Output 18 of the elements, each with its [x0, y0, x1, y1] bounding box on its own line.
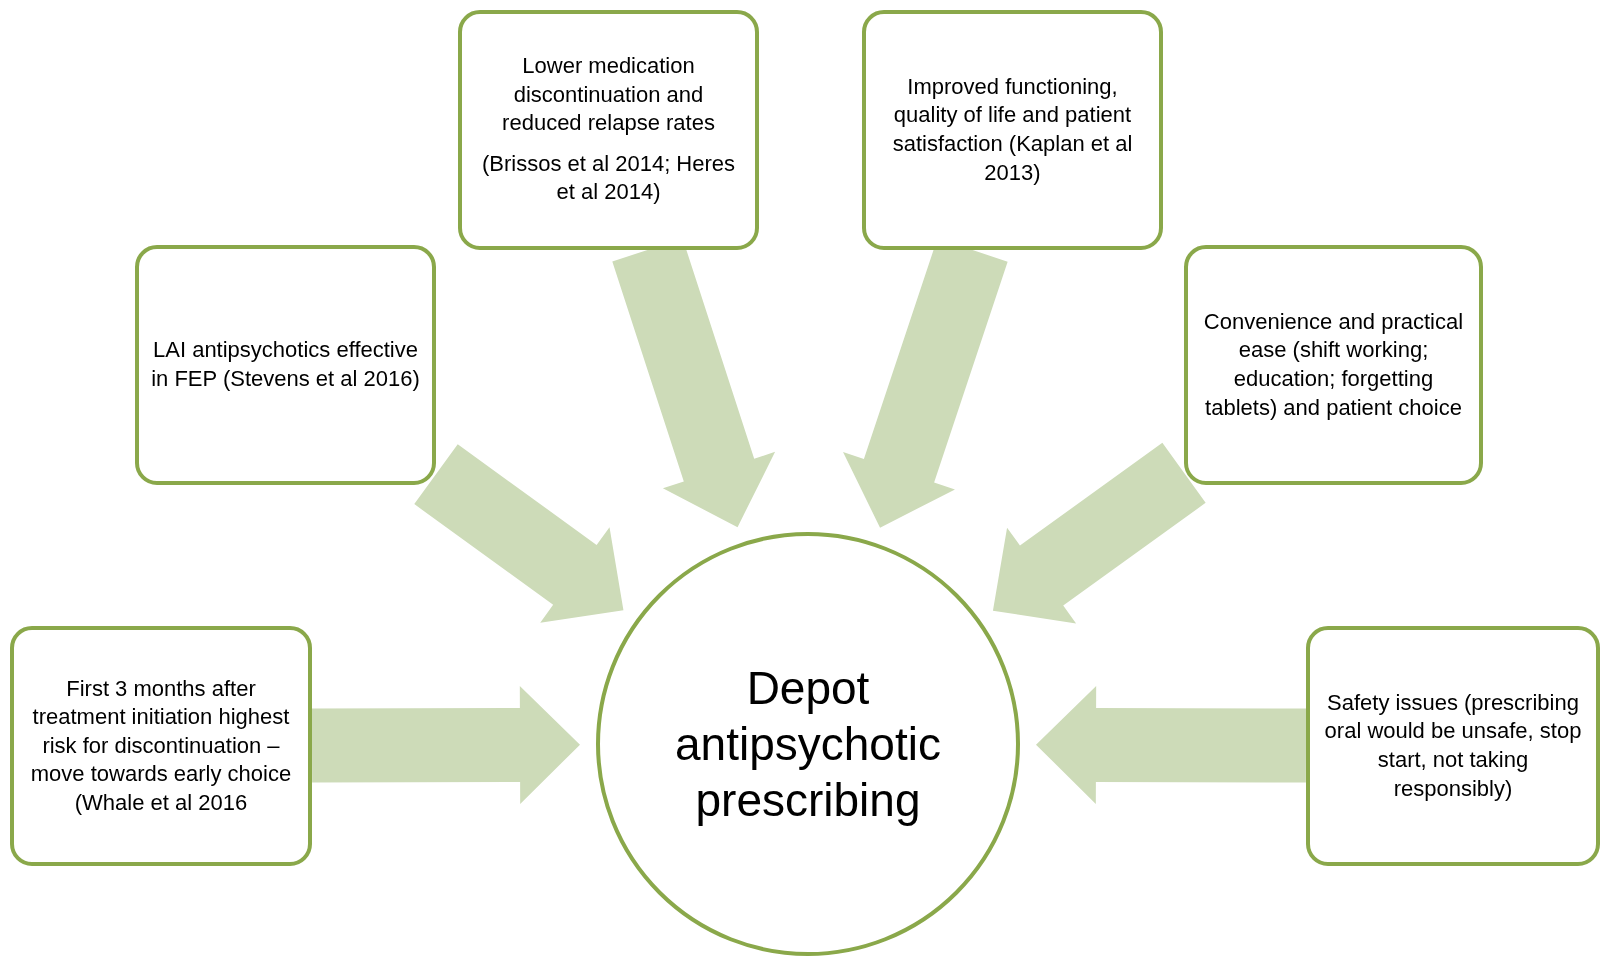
- node-text: Safety issues (prescribing oral would be unsafe, stop start, not taking responsibly): [1323, 688, 1583, 803]
- text-box: [458, 10, 759, 250]
- text-box: [10, 626, 312, 866]
- block-arrow: [1036, 685, 1307, 804]
- text-box: [1306, 626, 1600, 866]
- node-text: Improved functioning, quality of life and patient satisfaction (Kaplan et al 2013): [891, 72, 1134, 187]
- node-text: First 3 months after treatment initiation highest risk for discontinuation – move towards early choice (Whale et al 2016: [29, 674, 293, 817]
- block-arrow: [992, 442, 1206, 624]
- node-text: (Brissos et al 2014; Heres et al 2014): [480, 149, 737, 207]
- text-box: [862, 10, 1163, 250]
- block-arrow: [414, 444, 624, 623]
- node-text: Lower medication discontinuation and reduced relapse rates: [501, 52, 716, 138]
- block-arrow: [311, 685, 580, 804]
- node-text: LAI antipsychotics effective in FEP (Stevens et al 2016): [151, 336, 420, 393]
- node-text: Convenience and practical ease (shift working; education; forgetting tablets) and patient choice: [1202, 307, 1465, 422]
- text-box: [1184, 245, 1483, 485]
- node-text: Depot antipsychotic prescribing: [674, 660, 942, 829]
- text-box: [135, 245, 436, 485]
